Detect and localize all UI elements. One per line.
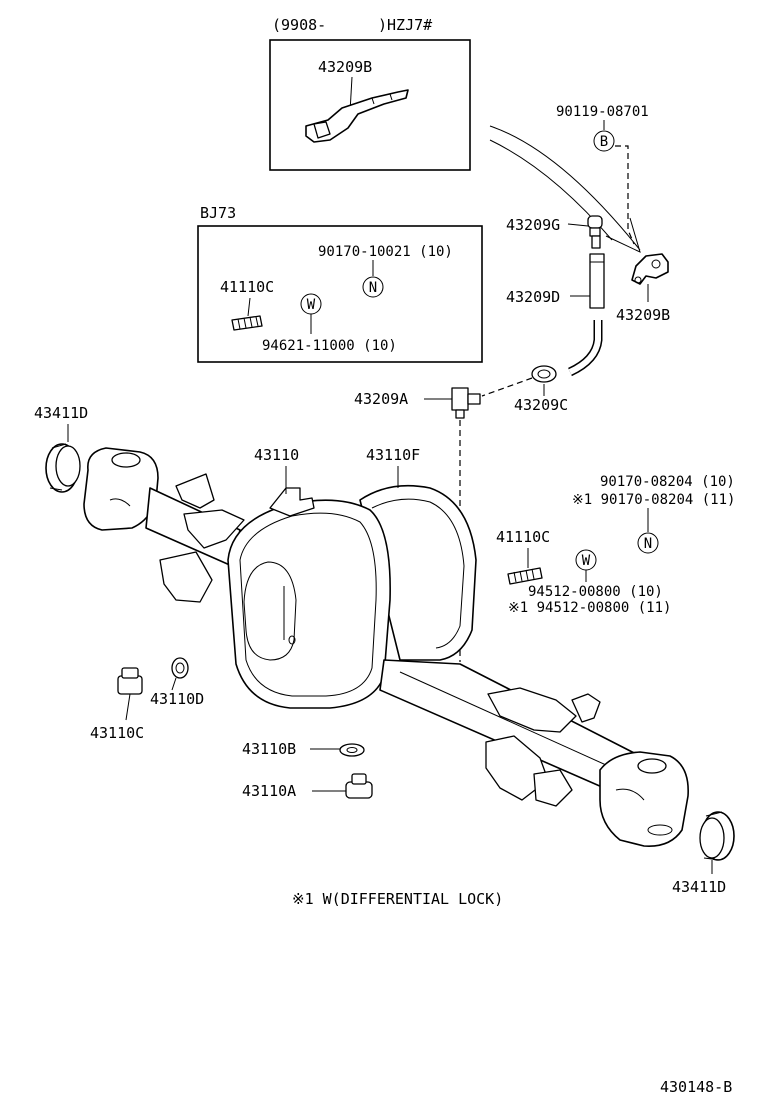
label-43411D-right[interactable]: 43411D [672,878,726,896]
label-90170-08204-11[interactable]: ※1 90170-08204 (11) [572,492,735,508]
leader-43209G [567,223,589,227]
leader-bj-41110C [247,297,251,317]
label-43110D[interactable]: 43110D [150,690,204,708]
seal-43411D-right-part[interactable] [699,811,735,861]
bracket-43209B-inset-part[interactable] [305,89,409,143]
label-90119-08701[interactable]: 90119-08701 [556,104,649,120]
svg-text:N: N [369,280,377,296]
marker-W-bj: W [300,293,322,315]
marker-B: B [593,130,615,152]
label-43110B[interactable]: 43110B [242,740,296,758]
label-43209C[interactable]: 43209C [514,396,568,414]
label-94512-00800-11[interactable]: ※1 94512-00800 (11) [508,600,671,616]
dashed-line-clip [481,377,533,397]
label-43411D-left[interactable]: 43411D [34,404,88,422]
clip-43209C-part[interactable] [531,365,557,383]
bolt-43110C-part[interactable] [117,667,143,695]
label-43110C[interactable]: 43110C [90,724,144,742]
stud-bj-41110C-part[interactable] [231,315,263,331]
arrow-line-a [489,125,641,251]
marker-W: W [575,549,597,571]
group-model-label: )HZJ7# [378,16,432,34]
group-range-label: (9908- [272,16,326,34]
dashed-line-90119-to-bracket [615,145,635,245]
label-bj-90170-10021[interactable]: 90170-10021 (10) [318,244,453,260]
label-43110F[interactable]: 43110F [366,446,420,464]
svg-text:W: W [307,297,316,313]
axle-housing-43110-part[interactable] [83,447,689,847]
hose-43209D-part[interactable] [589,253,605,309]
inset-box-hzj7 [269,39,471,171]
marker-N-bj: N [362,276,384,298]
figure-id: 430148-B [660,1078,732,1096]
stud-41110C-part[interactable] [507,567,543,585]
plug-43110A-part[interactable] [345,773,373,799]
gasket-43110B-part[interactable] [339,743,365,757]
arrow-head [605,217,641,253]
svg-text:N: N [644,536,652,552]
label-90170-08204-10[interactable]: 90170-08204 (10) [600,474,735,490]
leader-43110D [171,677,177,691]
leader-43110C [125,693,131,721]
label-43209B-inset[interactable]: 43209B [318,58,372,76]
label-41110C[interactable]: 41110C [496,528,550,546]
svg-text:W: W [582,553,591,569]
label-43209A[interactable]: 43209A [354,390,408,408]
fitting-43209G-part[interactable] [587,215,603,249]
label-43110A[interactable]: 43110A [242,782,296,800]
union-43209A-part[interactable] [451,387,481,419]
inset-box-bj73 [197,225,483,363]
label-43209D[interactable]: 43209D [506,288,560,306]
svg-text:B: B [600,134,608,150]
label-bj-94621-11000[interactable]: 94621-11000 (10) [262,338,397,354]
marker-N: N [637,532,659,554]
footnote-differential-lock: ※1 W(DIFFERENTIAL LOCK) [292,890,503,908]
seal-43411D-left-part[interactable] [45,443,81,493]
washer-43110D-part[interactable] [171,657,189,679]
label-43110[interactable]: 43110 [254,446,299,464]
bj73-box-title: BJ73 [200,204,236,222]
label-43209B[interactable]: 43209B [616,306,670,324]
label-43209G[interactable]: 43209G [506,216,560,234]
label-bj-41110C[interactable]: 41110C [220,278,274,296]
label-94512-00800-10[interactable]: 94512-00800 (10) [528,584,663,600]
bracket-43209B-part[interactable] [631,253,669,285]
